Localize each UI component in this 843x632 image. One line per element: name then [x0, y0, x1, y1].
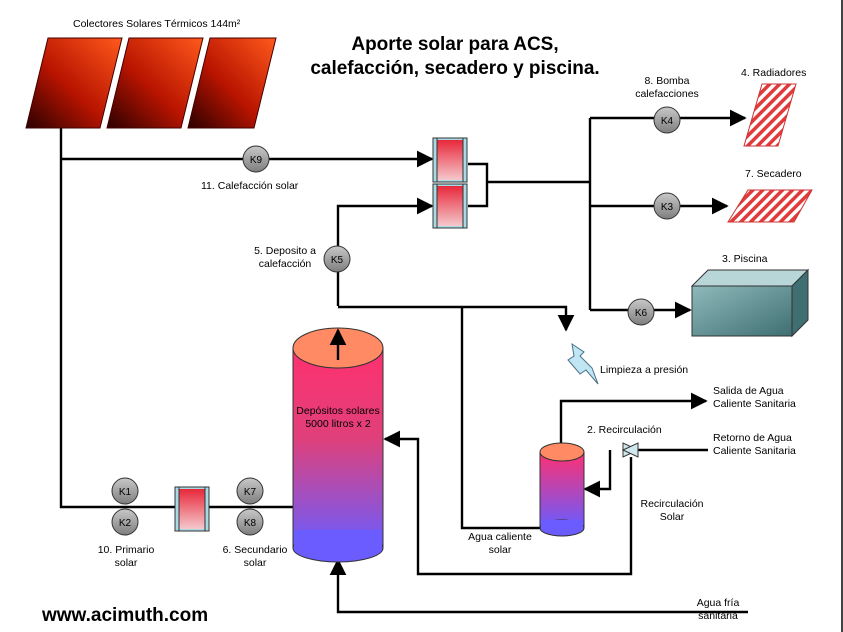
label-deposito-2: calefacción: [259, 258, 312, 270]
lightning-icon: [567, 342, 599, 385]
recirculation-tank: [539, 442, 585, 537]
solar-collectors: [25, 37, 277, 129]
label-piscina: 3. Piscina: [722, 253, 768, 265]
agua-fria-pipe: [329, 558, 748, 614]
agua-caliente-pipe: [460, 307, 540, 530]
solar-collector-3: [187, 37, 277, 129]
exchanger-bypass: [468, 162, 489, 208]
limpieza-pipe: [338, 305, 575, 332]
primary-return-pipe: [59, 128, 295, 509]
label-secundario-1: 6. Secundario: [223, 544, 288, 556]
pump-k1-label: K1: [119, 487, 132, 498]
pump-k3: K3: [653, 192, 681, 220]
pump-k4: K4: [653, 106, 681, 134]
pump-k9: K9: [242, 145, 270, 173]
pump-k7-label: K7: [244, 487, 257, 498]
label-bomba-1: 8. Bomba: [645, 75, 690, 87]
secadero-icon: [727, 189, 813, 223]
solar-collector-1: [25, 37, 123, 129]
label-bomba-2: calefacciones: [635, 88, 699, 100]
website-url[interactable]: www.acimuth.com: [41, 605, 208, 626]
main-solar-tank: [292, 327, 384, 563]
pump-k8: K8: [236, 508, 264, 536]
label-deposito-1: 5. Deposito a: [254, 245, 316, 257]
title-line-1: Aporte solar para ACS,: [351, 34, 558, 55]
label-limpieza: Limpieza a presión: [600, 364, 688, 376]
pump-k6-label: K6: [635, 308, 648, 319]
label-salida-2: Caliente Sanitaria: [713, 398, 796, 410]
label-calefaccion-solar: 11. Calefacción solar: [201, 180, 299, 192]
pump-k5: K5: [323, 245, 351, 273]
label-radiadores: 4. Radiadores: [741, 67, 806, 79]
tank-label-2: 5000 litros x 2: [305, 418, 371, 430]
label-recirculacion: 2. Recirculación: [587, 424, 662, 436]
label-agua-caliente-2: solar: [489, 544, 512, 556]
label-agua-caliente-1: Agua caliente: [468, 531, 532, 543]
pump-k6: K6: [627, 298, 655, 326]
label-recirc-solar-1: Recirculación: [640, 498, 703, 510]
salida-acs-pipe: [559, 392, 708, 444]
label-primario-1: 10. Primario: [98, 544, 155, 556]
pump-k9-label: K9: [250, 155, 263, 166]
pipes: [59, 109, 748, 614]
label-salida-1: Salida de Agua: [713, 385, 784, 397]
label-primario-2: solar: [115, 557, 138, 569]
radiadores-icon: [743, 83, 797, 147]
pump-k7: K7: [236, 477, 264, 505]
recirculacion-solar-pipe: [383, 430, 633, 576]
pump-k5-label: K5: [331, 255, 344, 266]
recirculation-valve: [621, 442, 640, 458]
label-secundario-2: solar: [244, 557, 267, 569]
heat-exchangers-top: [432, 137, 468, 229]
label-recirc-solar-2: Solar: [660, 511, 685, 523]
recirc-into-tank: [583, 450, 612, 498]
pump-k8-label: K8: [244, 518, 257, 529]
heat-exchanger-primary: [174, 486, 210, 532]
label-agua-fria-2: sanitaria: [698, 610, 738, 622]
tank-label-1: Depósitos solares: [296, 405, 379, 417]
pump-k2-label: K2: [119, 518, 132, 529]
title-line-2: calefacción, secadero y piscina.: [310, 58, 599, 79]
pump-k3-label: K3: [661, 202, 674, 213]
pump-k2: K2: [111, 508, 139, 536]
pump-k1: K1: [111, 477, 139, 505]
pump-k4-label: K4: [661, 116, 674, 127]
deposito-calefaccion-pipe: [336, 197, 434, 306]
piscina-icon: [690, 268, 810, 338]
solar-collector-2: [106, 37, 204, 129]
label-retorno-2: Caliente Sanitaria: [713, 445, 796, 457]
collectors-label: Colectores Solares Térmicos 144m²: [73, 18, 241, 30]
label-retorno-1: Retorno de Agua: [713, 432, 792, 444]
label-agua-fria-1: Agua fría: [697, 597, 740, 609]
label-secadero: 7. Secadero: [745, 168, 802, 180]
